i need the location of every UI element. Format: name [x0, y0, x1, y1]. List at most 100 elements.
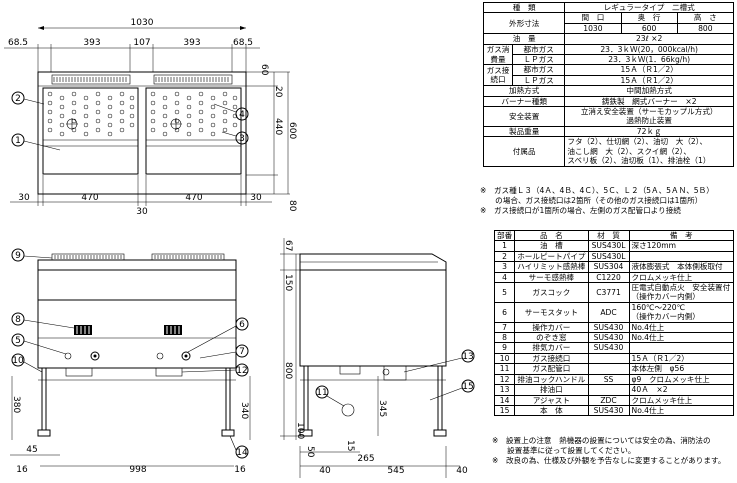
side-view: 67 150 800 345 100 50 15 40 265 545 40 1… — [280, 238, 475, 478]
part-name: 排気カバー — [514, 342, 589, 354]
spec-sub: ＬＰガス — [511, 74, 566, 87]
side-callout-15: 15 — [462, 382, 473, 392]
part-number: 1 — [493, 240, 516, 252]
top-callout-1: 1 — [15, 136, 21, 146]
dim-front-height-2: 340 — [239, 402, 249, 419]
dim-bottom-4: 30 — [250, 193, 262, 203]
spec-value: 800 — [676, 22, 735, 35]
dim-front-height-1: 380 — [11, 396, 21, 413]
parts-note: 設置基準に従って設置してください。 — [492, 446, 636, 455]
dim-side-265: 265 — [357, 454, 374, 464]
spec-value: 鋳鉄製 網式バーナー ×2 — [564, 95, 734, 108]
part-remark: 深さ120mm — [628, 240, 735, 252]
dim-front-45: 45 — [26, 445, 37, 455]
part-remark: No.4仕上 — [628, 332, 735, 344]
part-name: ガスコック — [514, 282, 589, 303]
part-material: SUS430 — [587, 332, 630, 344]
spec-line: 立消え安全装置（サーモカップル方式） — [580, 107, 718, 117]
spec-line: スベリ板（2）、油切板（1）、排油栓（1） — [567, 156, 711, 166]
part-number: 3 — [493, 261, 516, 273]
front-callout-9: 9 — [15, 251, 21, 261]
spec-label: 種 類 — [482, 1, 566, 14]
spec-value: 1030 — [564, 22, 622, 35]
spec-value: レギュラータイプ 二槽式 — [564, 1, 734, 14]
part-material — [587, 352, 630, 365]
part-number: 13 — [493, 384, 516, 396]
spec-line: 過熱防止装置 — [626, 116, 672, 126]
dim-front-16b: 16 — [234, 465, 246, 475]
dim-side-40b: 40 — [456, 466, 468, 476]
part-remark: 液体膨張式 本体側板取付 — [628, 261, 735, 273]
dim-bottom-3: 470 — [185, 193, 202, 203]
dim-side-345: 345 — [377, 400, 387, 417]
part-number: 9 — [493, 342, 516, 354]
spec-table: 種 類 レギュラータイプ 二槽式 外形寸法 間 口 奥 行 高 さ 1030 6… — [482, 1, 735, 167]
parts-header: 備 考 — [628, 229, 735, 242]
spec-value: 23．3ｋＷ(1．66kg/h) — [564, 54, 734, 66]
spec-label: 外形寸法 — [482, 12, 566, 35]
spec-value: 立消え安全装置（サーモカップル方式） 過熱防止装置 — [564, 106, 734, 127]
dim-side-67: 67 — [283, 240, 293, 251]
spec-label: ガス接続口 — [483, 64, 513, 87]
dim-right-1: 60 — [259, 64, 269, 76]
spec-value: フタ（2）、仕切網（2）、油切 大（2）、 油こし網 大（2）、スクイ網（2）、… — [564, 136, 734, 167]
part-number: 4 — [493, 271, 516, 284]
parts-header: 部番 — [493, 229, 516, 242]
dim-front-998: 998 — [129, 465, 146, 475]
front-callout-14: 14 — [236, 448, 248, 458]
dim-seg-1: 68.5 — [8, 38, 28, 48]
dim-side-40a: 40 — [319, 466, 331, 476]
spec-value: 23．3ｋＷ(20，000kcal/h) — [564, 43, 734, 56]
dim-seg-4: 393 — [183, 38, 200, 48]
part-name: 油 槽 — [514, 240, 589, 252]
part-remark: 160℃～220℃（操作カバー内側） — [628, 301, 735, 323]
front-view: 380 340 45 998 16 16 9 8 5 10 6 7 12 14 — [10, 248, 251, 475]
part-name: ホールピートパイプ — [514, 250, 589, 263]
part-remark: クロムメッキ仕上 — [628, 394, 735, 406]
top-view: 1030 68.5 393 107 393 68.5 — [4, 18, 297, 217]
front-callout-10: 10 — [12, 356, 24, 366]
parts-header: 品 名 — [514, 229, 589, 242]
parts-note: ※ 設置上の注意 熱機器の設置については安全の為、消防法の — [492, 436, 711, 445]
part-remark-line: （操作カバー内側） — [631, 292, 700, 302]
part-number: 10 — [493, 352, 516, 365]
dim-side-545: 545 — [387, 466, 404, 476]
dim-side-15: 15 — [345, 440, 355, 451]
spec-note: の場合、ガス接続口は2箇所（その他のガス接続口は1箇所） — [480, 196, 703, 205]
part-material: SUS430 — [587, 404, 630, 417]
part-number: 15 — [493, 404, 516, 417]
front-callout-6: 6 — [239, 320, 245, 330]
spec-sub: 高 さ — [676, 12, 735, 24]
part-material: C1220 — [587, 271, 630, 284]
dim-right-3: 440 — [273, 118, 283, 135]
part-remark — [628, 250, 735, 263]
front-callout-7: 7 — [239, 347, 245, 357]
spec-sub: 都市ガス — [511, 43, 566, 56]
part-material: C3771 — [587, 282, 630, 303]
part-material — [587, 363, 630, 375]
spec-value: 23ℓ ×2 — [564, 33, 734, 45]
part-remark: φ9 クロムメッキ仕上 — [628, 373, 735, 386]
spec-sub: 奥 行 — [620, 12, 678, 24]
dim-seg-2: 393 — [83, 38, 100, 48]
spec-value: 15Ａ（Ｒ1／2） — [564, 64, 734, 76]
spec-label: バーナー種類 — [482, 95, 566, 108]
part-material: SUS430L — [587, 250, 630, 263]
dim-side-800: 800 — [283, 362, 293, 379]
part-name: サーモスタット — [514, 301, 589, 323]
part-material: ZDC — [587, 394, 630, 406]
dim-seg-3: 107 — [133, 38, 150, 48]
part-remark — [628, 342, 735, 354]
part-remark: 本体左側 φ56 — [628, 363, 735, 375]
part-remark: クロムメッキ仕上 — [628, 271, 735, 284]
dim-side-150: 150 — [283, 274, 293, 291]
front-callout-8: 8 — [15, 315, 21, 325]
